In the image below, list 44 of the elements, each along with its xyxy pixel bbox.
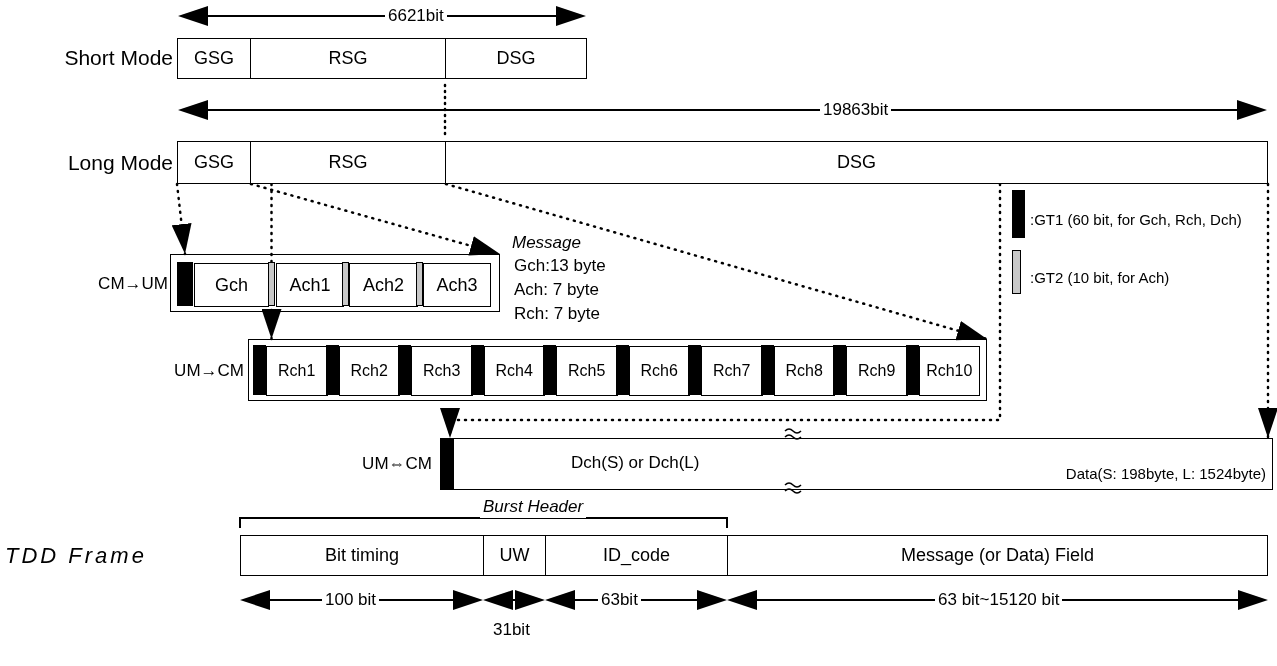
segment-cell: Rch7 <box>701 346 763 396</box>
segment-cell: Ach2 <box>349 263 418 307</box>
dotted-arrow <box>440 182 1002 440</box>
segment-cell: Rch3 <box>411 346 473 396</box>
dotted-arrow <box>171 182 192 256</box>
data-size-note: Data(S: 198byte, L: 1524byte) <box>1065 464 1266 484</box>
segment-cell: GSG <box>177 141 251 184</box>
segment-cell: ID_code <box>545 535 728 576</box>
row-title: TDD Frame <box>5 542 148 570</box>
segment-cell: GSG <box>177 38 251 79</box>
row-title: UM⇔CM <box>361 453 432 475</box>
dotted-arrow <box>1258 182 1277 440</box>
segment-cell: Rch6 <box>628 346 690 396</box>
segment-cell: Rch9 <box>846 346 908 396</box>
segment-cell: Rch5 <box>556 346 618 396</box>
legend-text: :GT1 (60 bit, for Gch, Rch, Dch) <box>1030 210 1242 230</box>
note: Ach: 7 byte <box>514 279 600 301</box>
segment-cell: Ach3 <box>423 263 491 307</box>
note: Rch: 7 byte <box>514 303 600 325</box>
row-title: UM→CM <box>173 360 244 382</box>
segment-cell: RSG <box>250 38 446 79</box>
segment-cell: RSG <box>250 141 446 184</box>
segment-cell: UW <box>483 535 546 576</box>
segment-cell: Message (or Data) Field <box>727 535 1268 576</box>
segment-cell: DSG <box>445 38 587 79</box>
row-title: CM→UM <box>97 273 168 295</box>
segment-cell: DSG <box>445 141 1268 184</box>
segment-cell: Rch4 <box>483 346 545 396</box>
dimension-label: 31bit <box>493 619 530 641</box>
dotted-arrow <box>444 182 989 341</box>
legend-text: :GT2 (10 bit, for Ach) <box>1030 268 1170 288</box>
segment-cell: Gch <box>194 263 269 307</box>
segment-cell: Rch8 <box>773 346 835 396</box>
row-title: Long Mode <box>66 150 173 176</box>
heading: Message <box>512 232 581 254</box>
row-title: Short Mode <box>63 45 173 71</box>
channel-name: Dch(S) or Dch(L) <box>571 452 700 474</box>
segment-cell: Rch10 <box>918 346 980 396</box>
note: Gch:13 byte <box>514 255 606 277</box>
segment-cell: Bit timing <box>240 535 484 576</box>
dotted-arrow <box>249 182 502 256</box>
segment-cell: Rch1 <box>266 346 328 396</box>
segment-cell: Ach1 <box>276 263 344 307</box>
segment-cell: Rch2 <box>338 346 400 396</box>
